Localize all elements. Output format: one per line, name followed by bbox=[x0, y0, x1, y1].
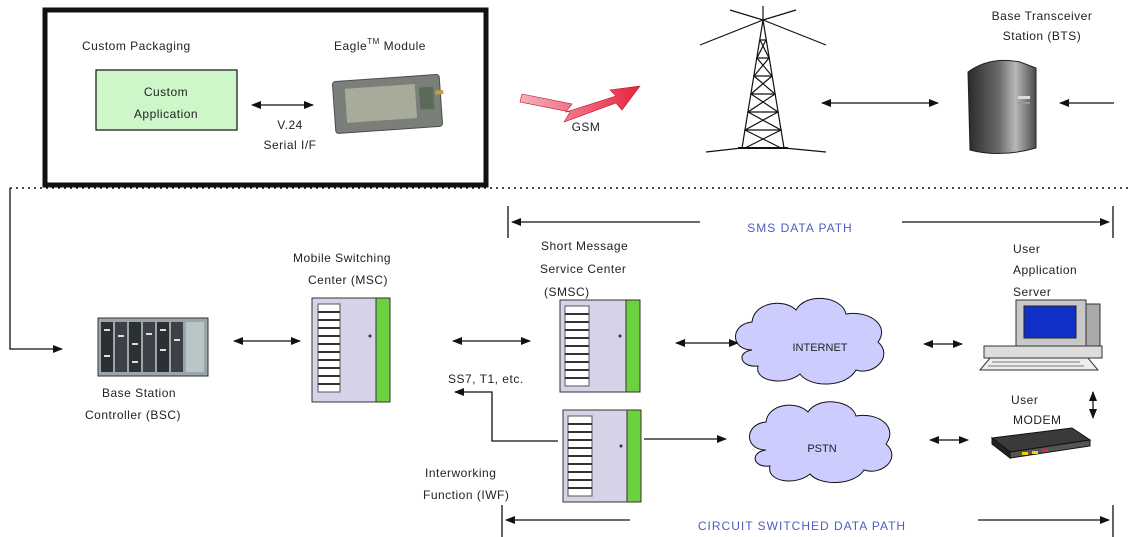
pstn-label: PSTN bbox=[807, 443, 836, 455]
eagle-module-label: EagleTM Module bbox=[334, 37, 426, 53]
custom-packaging-label: Custom Packaging bbox=[82, 39, 191, 53]
iwf-label-line2: Function (IWF) bbox=[423, 488, 509, 502]
bts-cabinet-icon bbox=[967, 59, 1037, 155]
bts-to-bsc-connector bbox=[9, 188, 63, 353]
bsc-label-line2: Controller (BSC) bbox=[85, 408, 181, 422]
smsc-label-line1: Short Message bbox=[541, 239, 628, 253]
circuit-switched-data-path: CIRCUIT SWITCHED DATA PATH bbox=[501, 505, 1114, 537]
modem-label-line1: User bbox=[1011, 393, 1038, 407]
eagle-module-image bbox=[332, 73, 444, 134]
custom-application-box: Custom Application bbox=[95, 69, 238, 131]
msc-label-line2: Center (MSC) bbox=[308, 273, 388, 287]
sms-data-path: SMS DATA PATH bbox=[507, 206, 1114, 238]
antenna-tower-icon bbox=[699, 6, 827, 153]
smsc-label-line3: (SMSC) bbox=[544, 285, 590, 299]
msc-label-line1: Mobile Switching bbox=[293, 251, 391, 265]
smsc-label-line2: Service Center bbox=[540, 262, 626, 276]
msc-switch-icon bbox=[311, 297, 391, 403]
server-label-line1: User bbox=[1013, 242, 1040, 256]
bts-label-line1: Base Transceiver bbox=[992, 9, 1093, 23]
internet-label: INTERNET bbox=[793, 342, 848, 354]
gsm-radio-arrow bbox=[519, 85, 641, 123]
gsm-label: GSM bbox=[572, 120, 601, 134]
smsc-switch-icon bbox=[559, 299, 641, 393]
modem-device-icon bbox=[990, 427, 1092, 460]
server-label-line2: Application bbox=[1013, 263, 1077, 277]
serial-interface-label-line2: Serial I/F bbox=[263, 138, 316, 152]
bts-label-line2: Station (BTS) bbox=[1003, 29, 1082, 43]
pstn-cloud-icon bbox=[749, 401, 893, 484]
circuit-switched-data-path-label: CIRCUIT SWITCHED DATA PATH bbox=[698, 519, 906, 533]
internet-cloud-icon bbox=[735, 297, 885, 385]
bsc-rack-icon bbox=[97, 317, 209, 377]
server-computer-icon bbox=[978, 299, 1103, 371]
serial-interface-label-line1: V.24 bbox=[277, 118, 303, 132]
link-label: SS7, T1, etc. bbox=[448, 372, 524, 386]
modem-label-line2: MODEM bbox=[1013, 413, 1062, 427]
custom-application-label-line2: Application bbox=[134, 107, 198, 121]
iwf-msc-connector bbox=[454, 388, 558, 442]
server-label-line3: Server bbox=[1013, 285, 1051, 299]
iwf-switch-icon bbox=[562, 409, 642, 503]
custom-packaging-box: Custom Packaging EagleTM Module Custom A… bbox=[42, 7, 489, 188]
iwf-label-line1: Interworking bbox=[425, 466, 496, 480]
custom-application-label-line1: Custom bbox=[144, 85, 188, 99]
sms-data-path-label: SMS DATA PATH bbox=[747, 221, 852, 235]
bsc-label-line1: Base Station bbox=[102, 386, 176, 400]
